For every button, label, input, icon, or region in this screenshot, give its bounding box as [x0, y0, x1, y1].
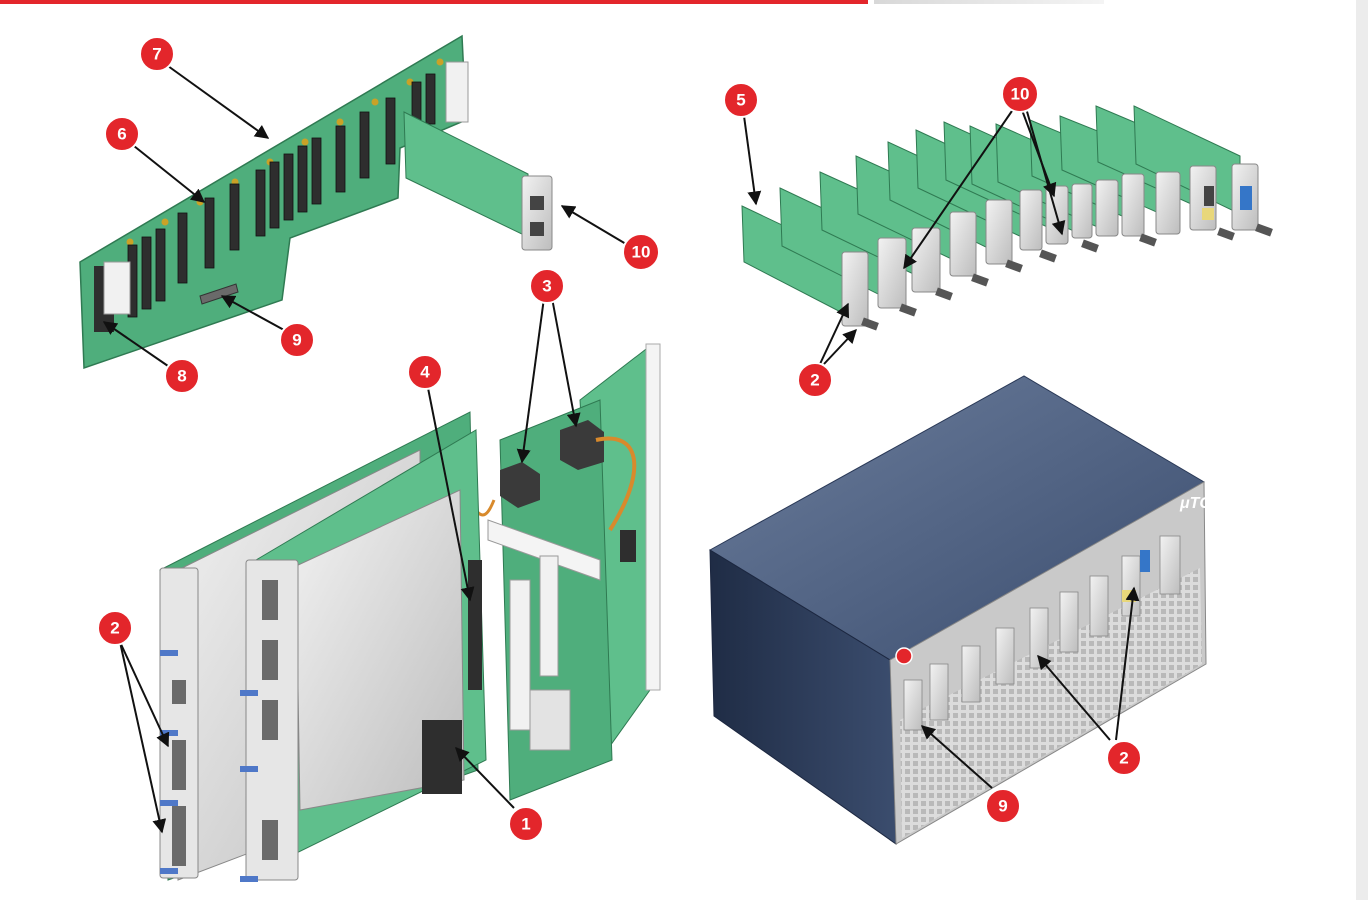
- callout-4: 4: [407, 354, 443, 390]
- callout-9-backplane: 9: [279, 322, 315, 358]
- backplane-board: [79, 34, 553, 370]
- callout-10-backplane: 10: [622, 233, 660, 271]
- callout-2-modules: 2: [97, 610, 133, 646]
- callout-9-chassis: 9: [985, 788, 1021, 824]
- callout-5: 5: [723, 82, 759, 118]
- callout-2-cards: 2: [797, 362, 833, 398]
- exploded-module-assembly: [159, 343, 661, 882]
- amc-card-stack: [741, 105, 1273, 331]
- callout-6-label: 6: [117, 125, 126, 144]
- callout-2-cards-label: 2: [810, 371, 819, 390]
- callout-1-label: 1: [521, 815, 530, 834]
- callout-10-cards-label: 10: [1011, 85, 1030, 104]
- callout-3: 3: [529, 268, 565, 304]
- callout-3-label: 3: [542, 277, 551, 296]
- callout-5-label: 5: [736, 91, 745, 110]
- utca-chassis: μTCA: [709, 375, 1223, 845]
- callout-10-cards: 10: [1001, 75, 1039, 113]
- page-scroll-edge: [1356, 0, 1368, 900]
- callout-9-chassis-label: 9: [998, 797, 1007, 816]
- top-accent-bar: [0, 0, 868, 4]
- callout-6: 6: [104, 116, 140, 152]
- callout-2-chassis-label: 2: [1119, 749, 1128, 768]
- chassis-brand-label: μTCA: [1179, 495, 1223, 512]
- callout-8-label: 8: [177, 367, 186, 386]
- callout-7: 7: [139, 36, 175, 72]
- callout-10-backplane-label: 10: [632, 243, 651, 262]
- callout-9-backplane-label: 9: [292, 331, 301, 350]
- callout-1: 1: [508, 806, 544, 842]
- callout-4-label: 4: [420, 363, 430, 382]
- callout-2-modules-label: 2: [110, 619, 119, 638]
- callout-7-label: 7: [152, 45, 161, 64]
- callout-2-chassis: 2: [1106, 740, 1142, 776]
- callout-8: 8: [164, 358, 200, 394]
- callout-arrows: [102, 65, 1140, 834]
- top-gray-bar: [874, 0, 1104, 4]
